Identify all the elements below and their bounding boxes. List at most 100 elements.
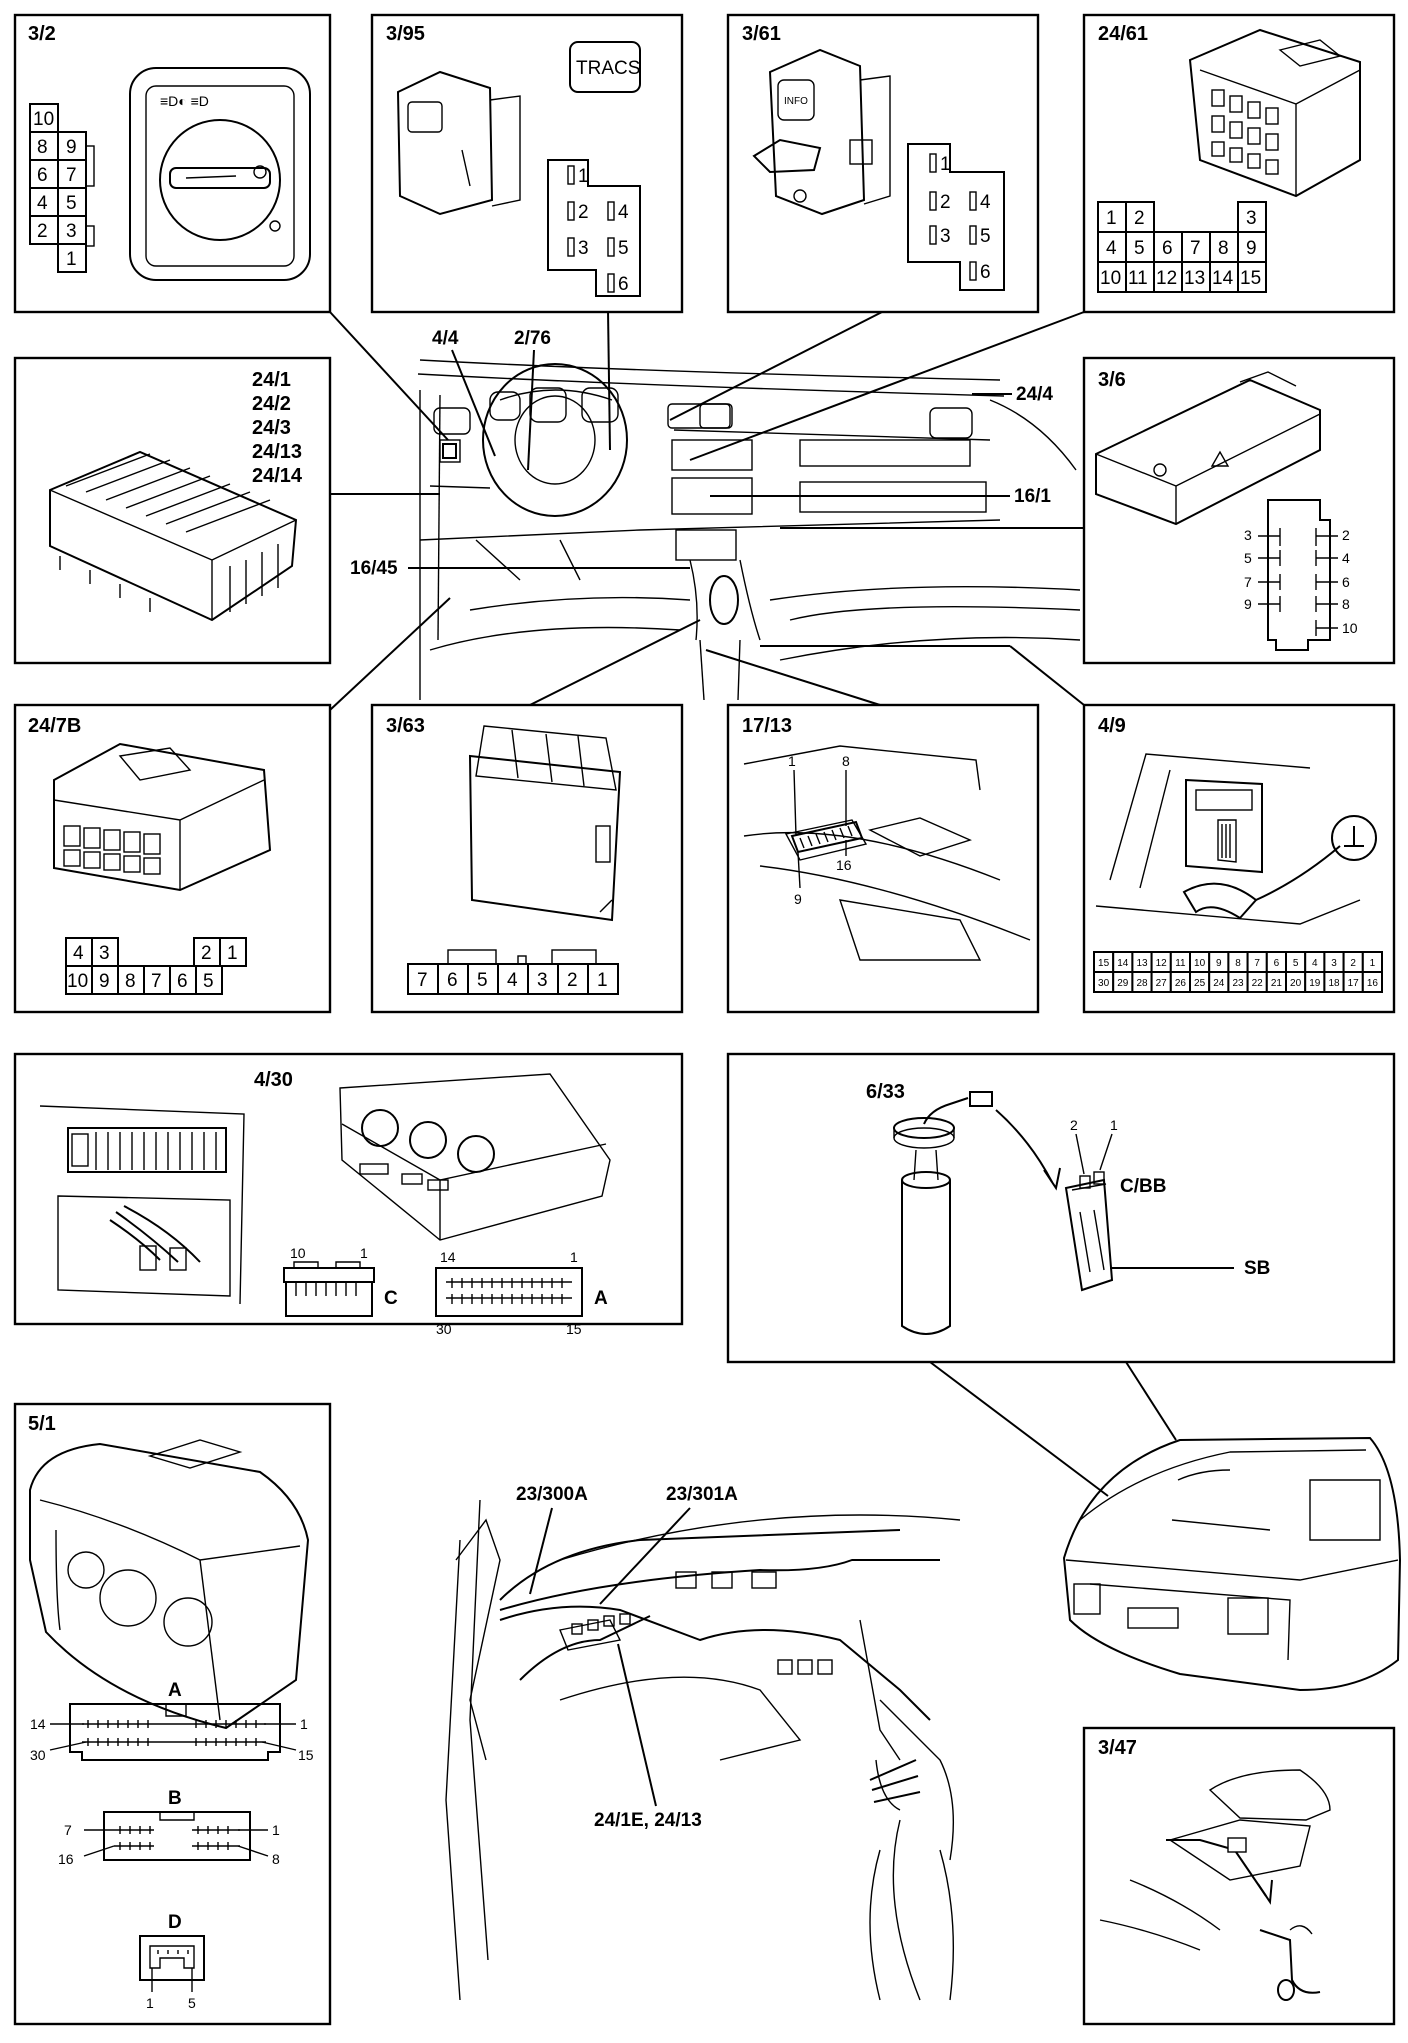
panel-3-95 (370, 13, 684, 314)
pin-label: 6 (1342, 574, 1350, 590)
pin-label: 4 (37, 193, 48, 214)
pin-label: 19 (1309, 978, 1321, 989)
pin-label: 24 (1213, 978, 1225, 989)
pin-label: 2 (37, 221, 48, 242)
pin-label: 10 (1100, 268, 1121, 289)
connector-5-1-b (83, 1811, 269, 1861)
panel-id-3-61: 3/61 (742, 23, 781, 45)
callout-24-4: 24/4 (1016, 384, 1053, 405)
pin-label: 5 (618, 238, 629, 259)
connector-4-30-a (435, 1267, 583, 1317)
connector-4-30-c (283, 1261, 375, 1317)
panel-id-24-61: 24/61 (1098, 23, 1148, 45)
conn-a-pin-1: 1 (570, 1249, 578, 1265)
pin-label: 5 (66, 193, 77, 214)
panel-id-3-95: 3/95 (386, 23, 425, 45)
pin-label: 2 (1134, 208, 1145, 229)
pin-label: 12 (1156, 268, 1177, 289)
panel-4-30 (13, 1052, 684, 1326)
pin-label: 1 (66, 249, 77, 270)
pin-label: 29 (1117, 978, 1129, 989)
pin-label-1: 1 (788, 753, 796, 769)
instrument-cluster-sketch (29, 1439, 310, 1730)
pin-label: 6 (980, 262, 991, 283)
pin-label: 22 (1252, 978, 1264, 989)
pin-label: 3 (99, 943, 110, 964)
pin-label-9: 9 (794, 891, 802, 907)
pin-label: 4 (73, 943, 84, 964)
pin-label: 13 (1136, 958, 1148, 969)
pin-label: 12 (1156, 958, 1168, 969)
panel-id-17-13: 17/13 (742, 715, 792, 737)
connector-5-1-a (49, 1703, 297, 1761)
conn-a-pin-30: 30 (436, 1321, 452, 1337)
callout-16-1: 16/1 (1014, 486, 1051, 507)
pin-label: 9 (1246, 238, 1257, 259)
pin-label: 4 (618, 202, 629, 223)
climate-console-sketch (39, 1073, 611, 1305)
conn-d-pin-1: 1 (146, 1995, 154, 2011)
pin-label: 25 (1194, 978, 1206, 989)
panel-id-5-1: 5/1 (28, 1413, 56, 1435)
pin-label: 2 (940, 192, 951, 213)
conn-b-pin-1: 1 (272, 1822, 280, 1838)
pin-label: 1 (1106, 208, 1117, 229)
conn-a-pin-14: 14 (30, 1716, 46, 1732)
connector-24-7b-sketch (53, 742, 272, 892)
pin-label: 2 (201, 943, 212, 964)
panel-id-6-33: 6/33 (866, 1081, 905, 1103)
pin-label: 8 (125, 971, 136, 992)
pin-label: 14 (1117, 958, 1129, 969)
leader-lines (329, 309, 1177, 1497)
pin-label: 30 (1098, 978, 1110, 989)
pin-label: 26 (1175, 978, 1187, 989)
conn-b-pin-16: 16 (58, 1851, 74, 1867)
pin-grid-3-2: 10 8 9 6 7 4 5 2 3 1 (29, 103, 95, 273)
pin-label: 4 (507, 970, 518, 991)
switch-3-95 (396, 70, 521, 216)
info-knob-label: INFO (784, 96, 808, 107)
pin-label: 1 (227, 943, 238, 964)
pin-label: 1 (1370, 958, 1376, 969)
callout-4-4: 4/4 (432, 328, 459, 349)
tracs-button-label: TRACS (576, 58, 640, 79)
pin-label: 21 (1271, 978, 1283, 989)
pin-label: 3 (1246, 208, 1257, 229)
pin-cell (1361, 971, 1384, 993)
panel-id-24-2: 24/2 (252, 393, 291, 415)
svg-text:≡D◐ ≡D: ≡D◐ ≡D (160, 93, 209, 109)
pin-label: 1 (578, 166, 589, 187)
pin-label: 4 (1106, 238, 1117, 259)
pin-label: 3 (537, 970, 548, 991)
callout-24-1e-24-13: 24/1E, 24/13 (594, 1810, 702, 1831)
fuel-sender-sketch (893, 1091, 1114, 1335)
pin-label: 5 (1244, 550, 1252, 566)
panel-24-1 (13, 356, 332, 665)
pin-label: 7 (417, 970, 428, 991)
panel-id-3-63: 3/63 (386, 715, 425, 737)
harness-sketch (445, 1499, 961, 2001)
pin-label: 9 (1216, 958, 1222, 969)
car-rear-sketch (1062, 1436, 1402, 1692)
panel-3-63 (370, 703, 684, 1014)
sb-label: SB (1244, 1258, 1270, 1279)
hazard-switch-sketch (1095, 371, 1321, 526)
pin-label: 4 (1312, 958, 1318, 969)
conn-b-label: B (168, 1788, 182, 1809)
panel-6-33 (726, 1052, 1396, 1364)
pin-label: 15 (1098, 958, 1110, 969)
conn-a-label: A (594, 1288, 608, 1309)
pin-label: 9 (99, 971, 110, 992)
pin-label: 2 (578, 202, 589, 223)
pin-label: 8 (1218, 238, 1229, 259)
panel-3-6 (1082, 356, 1396, 665)
pin-label: 5 (1134, 238, 1145, 259)
pin-label: 1 (940, 154, 951, 175)
central-electronics-module-sketch (49, 450, 298, 622)
connector-5-1-d (139, 1935, 205, 1992)
callout-23-301a: 23/301A (666, 1484, 738, 1505)
pin-label: 7 (66, 165, 77, 186)
pin-label: 6 (447, 970, 458, 991)
diagnostic-socket-sketch (743, 745, 1031, 961)
conn-a-pin-15: 15 (566, 1321, 582, 1337)
